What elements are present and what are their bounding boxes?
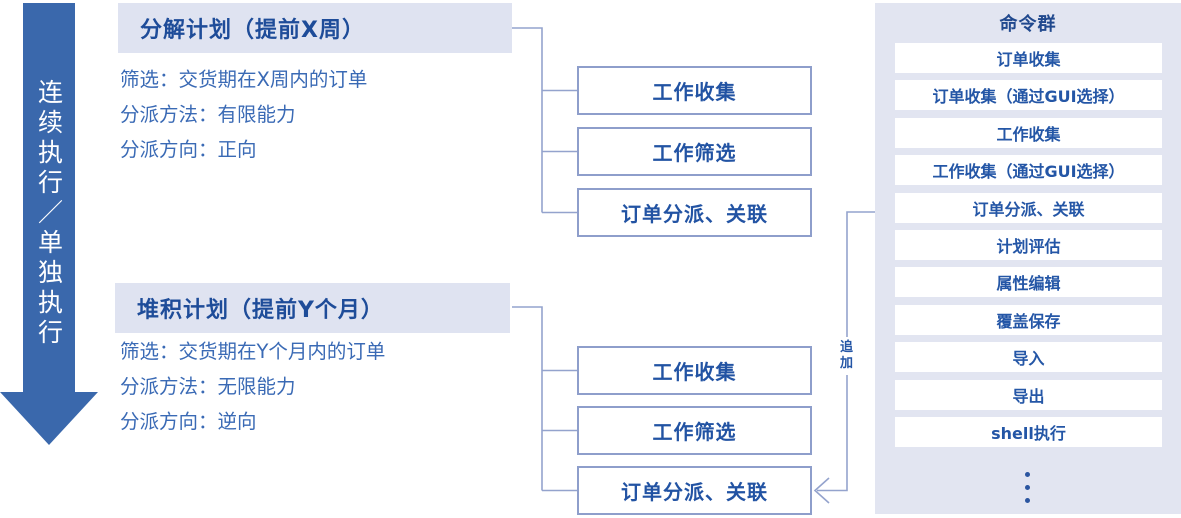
command-item-order-collect: 订单收集 — [895, 43, 1162, 73]
dispatch-direction-line: 分派方向：逆向 — [120, 410, 257, 433]
command-group-panel: 命令群 订单收集 订单收集（通过GUI选择） 工作收集 工作收集（通过GUI选择… — [875, 3, 1181, 514]
append-connector-label: 追加 — [836, 337, 857, 375]
vertical-ellipsis-icon — [1025, 472, 1030, 503]
flow-box-label: 工作筛选 — [652, 420, 737, 444]
dispatch-method-line: 分派方法：有限能力 — [120, 103, 296, 126]
arrowhead-left-icon — [813, 477, 830, 504]
execution-mode-label: 连续执行／单独执行 — [34, 79, 64, 349]
command-item-attribute-edit: 属性编辑 — [895, 267, 1162, 298]
flow-box-label: 工作筛选 — [652, 141, 737, 165]
command-list: 订单收集 订单收集（通过GUI选择） 工作收集 工作收集（通过GUI选择） 订单… — [895, 43, 1162, 447]
command-item-export: 导出 — [895, 379, 1162, 410]
flow-box-order-dispatch-bottom: 订单分派、关联 — [577, 466, 812, 515]
filter-line: 筛选：交货期在Y个月内的订单 — [120, 340, 386, 363]
flow-box-label: 订单分派、关联 — [621, 480, 768, 504]
section-header-accumulation-plan: 堆积计划（提前Y个月） — [115, 283, 510, 333]
execution-mode-arrow: 连续执行／单独执行 — [23, 3, 75, 393]
command-item-plan-evaluate: 计划评估 — [895, 229, 1162, 260]
dispatch-direction-line: 分派方向：正向 — [120, 138, 257, 161]
filter-line: 筛选：交货期在X周内的订单 — [120, 68, 368, 91]
flow-box-work-filter-bottom: 工作筛选 — [577, 406, 812, 455]
flow-box-work-collect-top: 工作收集 — [577, 66, 812, 115]
section-title: 分解计划（提前X周） — [140, 18, 365, 43]
dispatch-method-line: 分派方法：无限能力 — [120, 375, 296, 398]
command-item-work-collect-gui: 工作收集（通过GUI选择） — [895, 155, 1162, 186]
section-details-decomposition: 筛选：交货期在X周内的订单 分派方法：有限能力 分派方向：正向 — [120, 68, 367, 173]
flow-box-label: 工作收集 — [652, 360, 737, 384]
flow-box-work-collect-bottom: 工作收集 — [577, 346, 812, 395]
command-item-order-collect-gui: 订单收集（通过GUI选择） — [895, 80, 1162, 111]
command-item-shell-exec: shell执行 — [895, 416, 1162, 447]
section-title: 堆积计划（提前Y个月） — [137, 298, 384, 323]
flow-box-label: 订单分派、关联 — [621, 202, 768, 226]
flow-box-order-dispatch-top: 订单分派、关联 — [577, 188, 812, 237]
command-item-overwrite-save: 覆盖保存 — [895, 304, 1162, 335]
command-item-order-dispatch: 订单分派、关联 — [895, 192, 1162, 223]
flow-box-label: 工作收集 — [652, 80, 737, 104]
arrow-down-icon — [0, 392, 98, 445]
section-header-decomposition-plan: 分解计划（提前X周） — [118, 3, 512, 53]
command-item-work-collect: 工作收集 — [895, 117, 1162, 148]
command-panel-title: 命令群 — [999, 14, 1057, 35]
section-details-accumulation: 筛选：交货期在Y个月内的订单 分派方法：无限能力 分派方向：逆向 — [120, 340, 385, 445]
command-item-import: 导入 — [895, 342, 1162, 373]
flow-box-work-filter-top: 工作筛选 — [577, 127, 812, 176]
